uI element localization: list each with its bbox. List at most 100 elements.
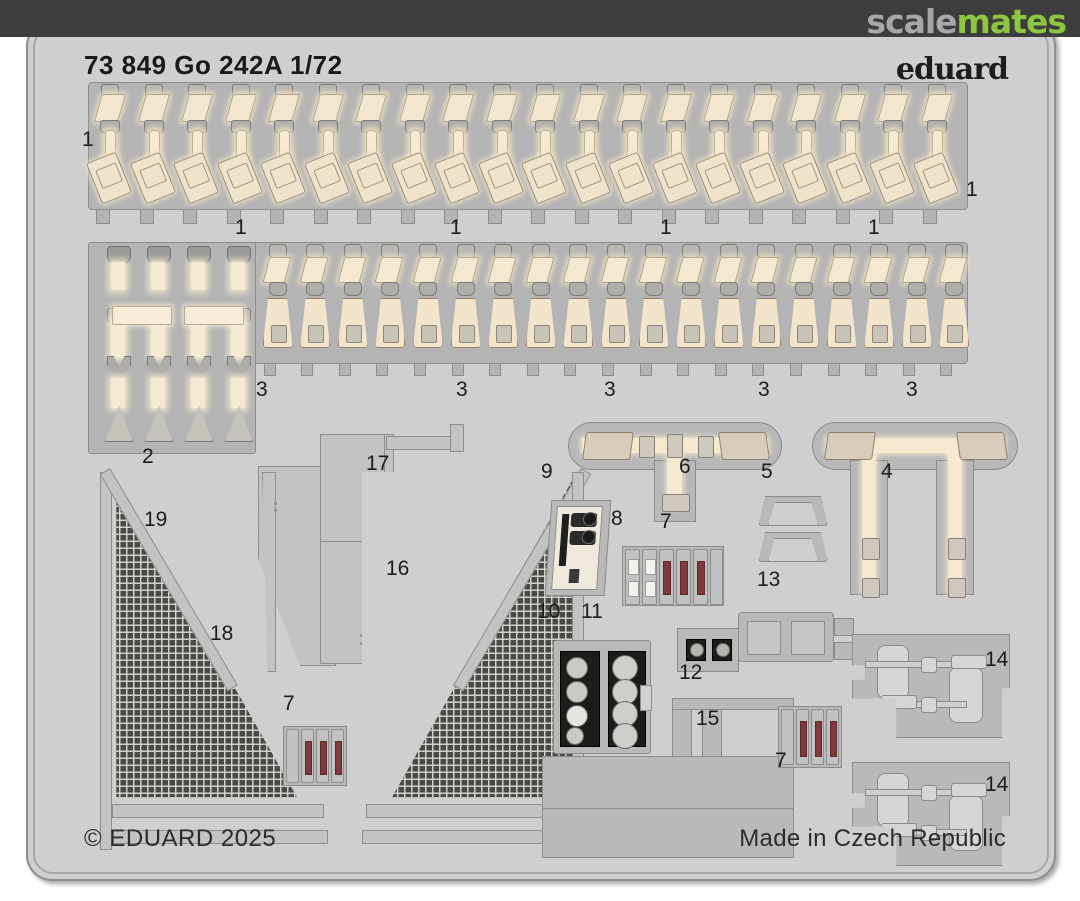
seatbelt-unit-3 bbox=[372, 244, 406, 366]
seatbelt-unit-1 bbox=[172, 82, 220, 210]
seatbelt-unit-1 bbox=[781, 82, 829, 210]
harness-strap bbox=[182, 246, 214, 446]
part-14-block-lower bbox=[852, 762, 1010, 866]
carrier-tab bbox=[752, 364, 765, 376]
carrier-tab bbox=[602, 364, 614, 376]
seatbelt-unit-1 bbox=[564, 82, 611, 210]
seatbelt-unit-3 bbox=[335, 244, 369, 366]
part-number-label: 9 bbox=[541, 460, 553, 483]
part-13-tab-b bbox=[834, 642, 854, 660]
carrier-tab bbox=[714, 364, 727, 376]
carrier-tab bbox=[451, 364, 464, 376]
part-4-link-a bbox=[862, 538, 880, 560]
panel-17-arm-top bbox=[386, 436, 454, 450]
part-number-label: 10 bbox=[537, 600, 561, 623]
harness-strap bbox=[102, 246, 134, 446]
carrier-tab bbox=[661, 210, 676, 224]
seatbelt-unit-1 bbox=[390, 82, 437, 210]
harness-lap-belt-right bbox=[184, 306, 244, 325]
part-number-label: 14 bbox=[985, 648, 1009, 671]
part-13-carrier bbox=[738, 612, 834, 662]
carrier-tab bbox=[313, 210, 328, 224]
carrier-tab bbox=[902, 364, 915, 376]
carrier-tab bbox=[376, 364, 389, 376]
part-number-label: 15 bbox=[696, 707, 720, 730]
seatbelt-unit-1 bbox=[738, 82, 785, 210]
carrier-tab bbox=[922, 210, 937, 224]
seatbelt-unit-1 bbox=[868, 82, 916, 210]
part-number-label: 7 bbox=[660, 510, 672, 533]
part-number-label: 12 bbox=[679, 661, 703, 684]
seatbelt-unit-1 bbox=[346, 82, 394, 210]
carrier-tab bbox=[639, 364, 652, 376]
part-6-link-a bbox=[639, 436, 655, 458]
part-number-label: 14 bbox=[985, 773, 1009, 796]
carrier-tab bbox=[748, 210, 763, 224]
seatbelt-unit-1 bbox=[825, 82, 872, 210]
part-4-buckle-left bbox=[824, 432, 876, 460]
rivet-dot bbox=[360, 634, 363, 637]
panel-17-tab-top bbox=[450, 424, 464, 452]
page-title: 73 849 Go 242A 1/72 bbox=[84, 50, 343, 80]
part-number-label: 7 bbox=[283, 692, 295, 715]
part-8-7-strip bbox=[622, 546, 724, 606]
seatbelt-unit-1 bbox=[85, 82, 133, 210]
seatbelt-unit-3 bbox=[711, 244, 745, 366]
part-13-tab-a bbox=[834, 618, 854, 636]
carrier-tab bbox=[96, 210, 110, 224]
part-number-label: 3 bbox=[758, 378, 770, 401]
carrier-tab bbox=[792, 210, 806, 224]
seatbelt-unit-1 bbox=[433, 82, 481, 210]
seatbelt-unit-1 bbox=[216, 82, 263, 210]
part-number-label: 2 bbox=[142, 445, 154, 468]
part-6-link-b bbox=[698, 436, 714, 458]
carrier-tab bbox=[301, 364, 314, 376]
mesh-base-19 bbox=[112, 804, 324, 818]
seatbelt-unit-3 bbox=[297, 244, 331, 366]
seatbelt-unit-3 bbox=[748, 244, 782, 366]
part-number-label: 7 bbox=[775, 749, 787, 772]
part-6-buckle-right bbox=[718, 432, 770, 460]
part-7-strip-b bbox=[778, 706, 842, 768]
part-number-label: 3 bbox=[906, 378, 918, 401]
part-15-top-rail bbox=[672, 698, 794, 710]
seatbelt-unit-1 bbox=[520, 82, 568, 210]
part-9-panel bbox=[551, 506, 603, 590]
seatbelt-unit-3 bbox=[260, 244, 294, 366]
carrier-tab bbox=[139, 210, 154, 224]
part-number-label: 1 bbox=[966, 178, 978, 201]
carrier-tab bbox=[444, 210, 458, 224]
carrier-tab bbox=[574, 210, 589, 224]
seatbelt-unit-3 bbox=[786, 244, 820, 366]
part-6-link-d bbox=[662, 494, 690, 512]
seatbelt-unit-1 bbox=[259, 82, 307, 210]
part-6-buckle-left bbox=[582, 432, 634, 460]
part-4-buckle-right bbox=[956, 432, 1008, 460]
copyright-notice: © EDUARD 2025 bbox=[84, 825, 277, 852]
seatbelt-unit-1 bbox=[129, 82, 176, 210]
seatbelt-unit-3 bbox=[523, 244, 557, 366]
seatbelt-unit-3 bbox=[936, 244, 970, 366]
seatbelt-unit-1 bbox=[912, 82, 959, 210]
rivet-dot bbox=[274, 509, 277, 512]
part-7-strip-a bbox=[283, 726, 347, 786]
carrier-tab bbox=[865, 364, 878, 376]
photoetch-fret: 73 849 Go 242A 1/72 eduard bbox=[26, 20, 1056, 881]
seatbelt-unit-3 bbox=[598, 244, 632, 366]
seatbelt-unit-1 bbox=[303, 82, 350, 210]
carrier-tab bbox=[263, 364, 276, 376]
carrier-tab bbox=[400, 210, 415, 224]
seatbelt-unit-3 bbox=[560, 244, 594, 366]
carrier-tab bbox=[677, 364, 690, 376]
part-number-label: 1 bbox=[450, 216, 462, 239]
seatbelt-unit-3 bbox=[448, 244, 482, 366]
carrier-tab bbox=[618, 210, 632, 224]
part-number-label: 11 bbox=[581, 600, 603, 623]
rivet-dot bbox=[274, 502, 277, 505]
carrier-tab bbox=[183, 210, 197, 224]
carrier-tab bbox=[487, 210, 502, 224]
part-4-strap-right bbox=[948, 448, 962, 593]
part-number-label: 19 bbox=[144, 508, 168, 531]
part-4-link-b bbox=[948, 538, 966, 560]
